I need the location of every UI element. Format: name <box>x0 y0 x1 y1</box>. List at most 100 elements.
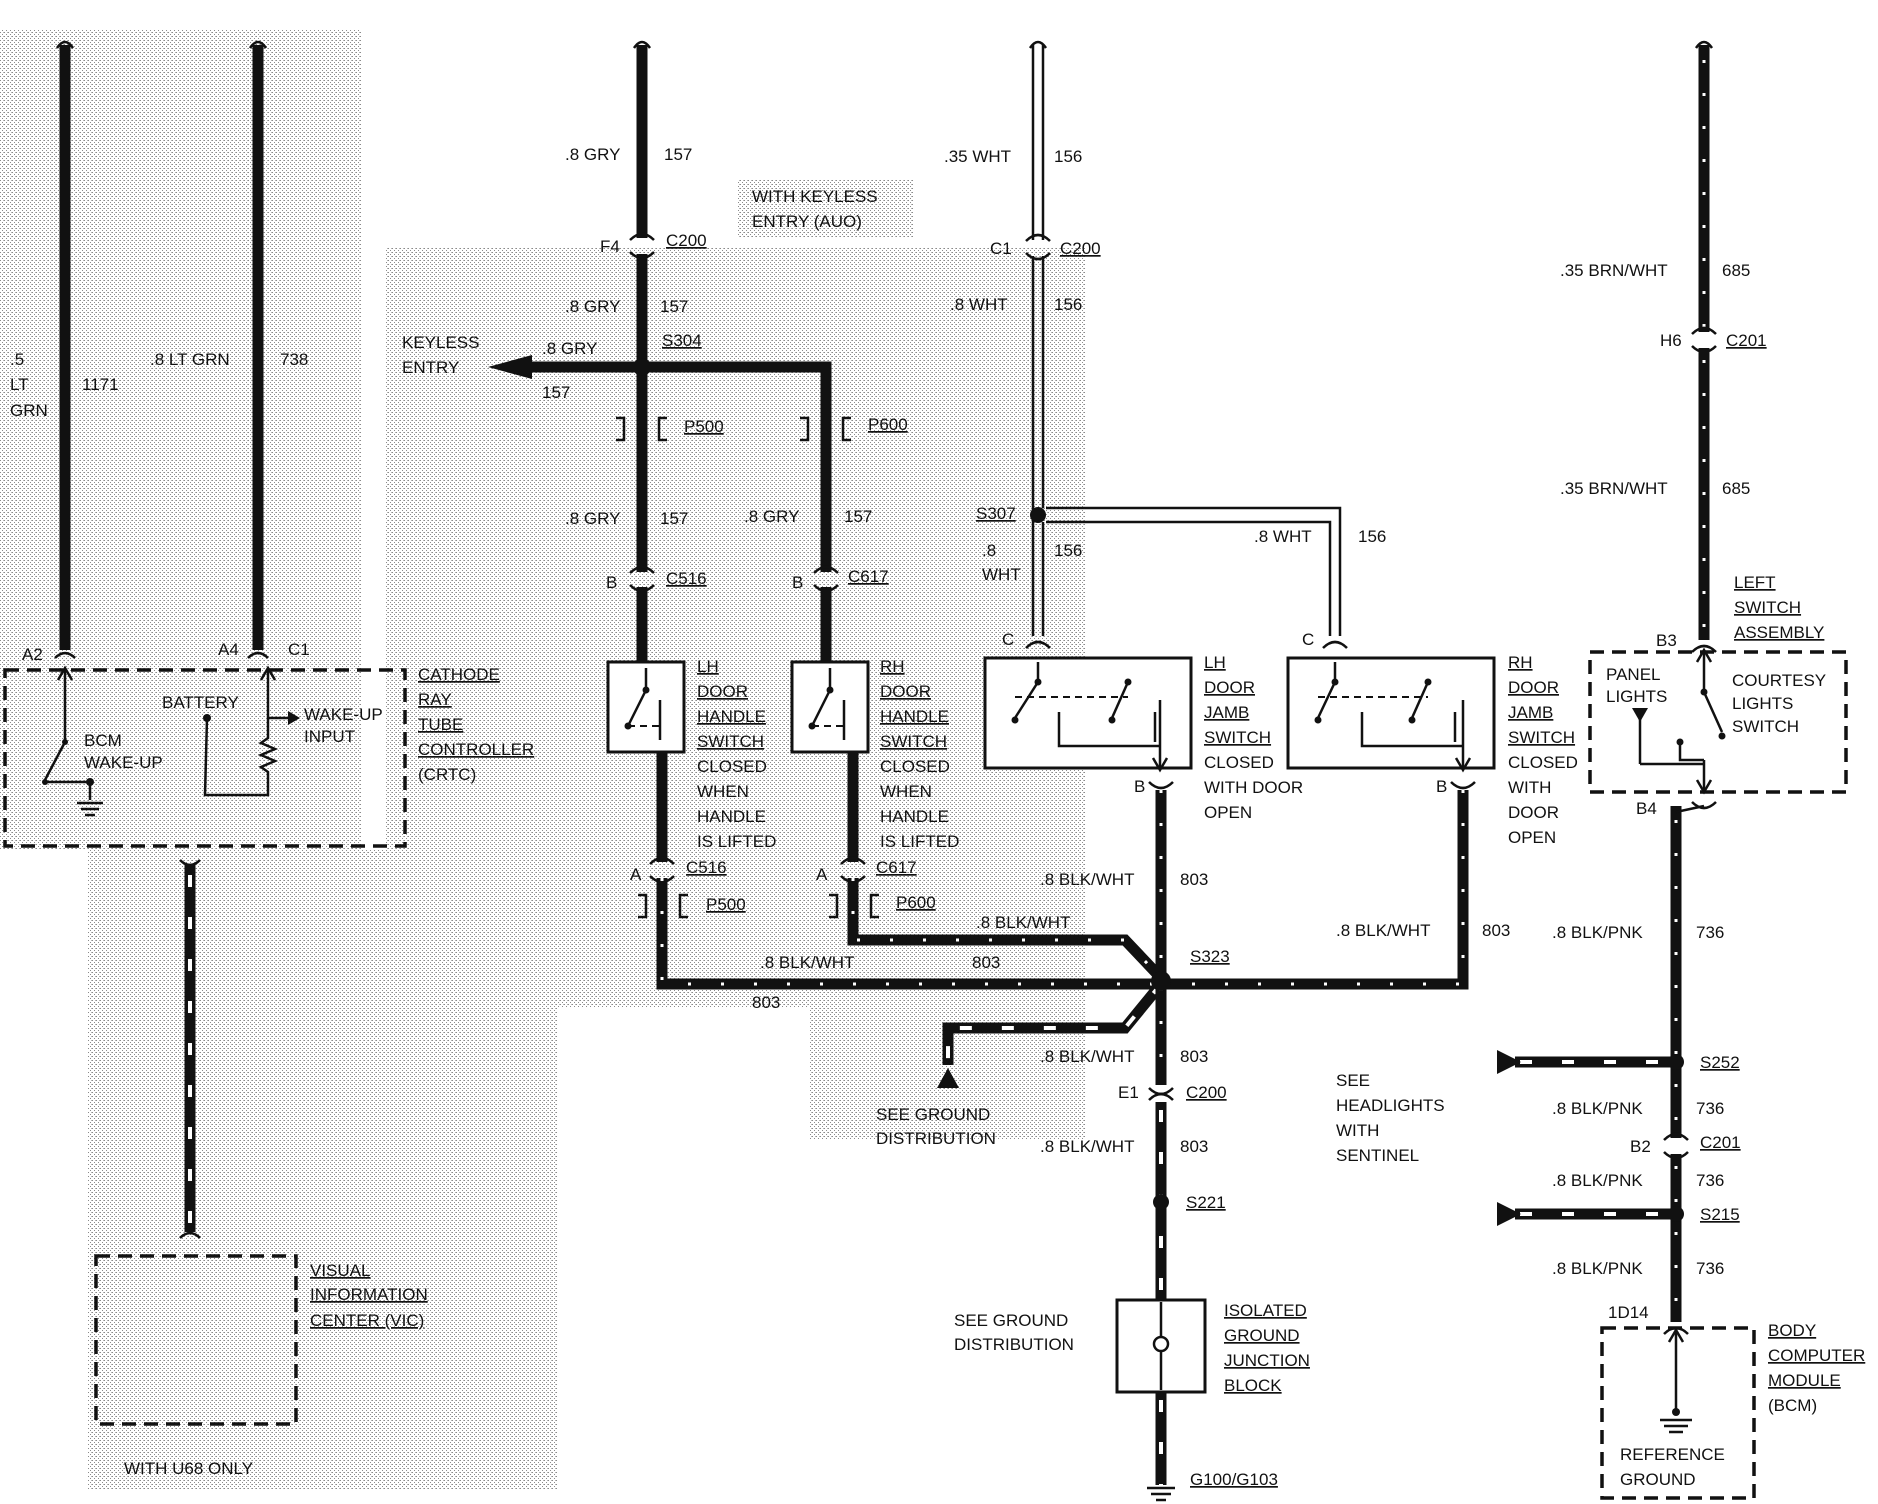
connector-lh-jamb-b <box>1148 781 1174 790</box>
label-rh-jamb-8: OPEN <box>1508 828 1556 847</box>
label-c200-c: C200 <box>1186 1083 1227 1102</box>
label-p500-bot: P500 <box>706 895 746 914</box>
connector-p600-bot <box>829 893 879 919</box>
brnwht-685-wiring <box>1691 40 1717 653</box>
bcm-reference-ground <box>1660 1327 1692 1434</box>
wire-803-rh-to-s323-dot <box>851 878 1163 980</box>
label-lsa-2: SWITCH <box>1734 598 1801 617</box>
ground-arrow-1 <box>937 1068 959 1088</box>
label-rh-jamb-2: DOOR <box>1508 678 1559 697</box>
wake-up-input-arrow <box>288 711 300 725</box>
label-crtc-1: CATHODE <box>418 665 500 684</box>
wire-156-rh-outline-bot <box>1046 520 1332 636</box>
label-156-2: 156 <box>1054 295 1082 314</box>
label-lh-handle-6: WHEN <box>697 782 749 801</box>
label-blkwht-1: .8 BLK/WHT <box>1040 870 1134 889</box>
label-crtc-left-grn: GRN <box>10 401 48 420</box>
ground-symbol-g100 <box>1147 1486 1175 1502</box>
label-panel-lights-1: PANEL <box>1606 665 1661 684</box>
crtc-module <box>3 668 407 848</box>
connector-c516-b-top <box>629 565 655 574</box>
label-rh-jamb-4: SWITCH <box>1508 728 1575 747</box>
wire-end-1171 <box>55 40 75 49</box>
label-see-ground-1a: SEE GROUND <box>876 1105 990 1124</box>
label-rh-handle-2: DOOR <box>880 682 931 701</box>
label-lh-jamb-6: WITH DOOR <box>1204 778 1303 797</box>
label-crtc-4: CONTROLLER <box>418 740 534 759</box>
splice-s323 <box>1151 971 1171 991</box>
gry-157-wiring <box>488 40 851 662</box>
label-keyless-note-1: WITH KEYLESS <box>752 187 878 206</box>
connector-lh-jamb-c <box>1025 640 1051 649</box>
label-pin-b-c617: B <box>792 573 803 592</box>
label-see-ground-2a: SEE GROUND <box>954 1311 1068 1330</box>
label-c201-a: C201 <box>1726 331 1767 350</box>
label-brnwht-2: .35 BRN/WHT <box>1560 479 1668 498</box>
label-pin-h6: H6 <box>1660 331 1682 350</box>
label-see-ground-1b: DISTRIBUTION <box>876 1129 996 1148</box>
label-s252: S252 <box>1700 1053 1740 1072</box>
label-g100: G100/G103 <box>1190 1470 1278 1489</box>
courtesy-lights-switch <box>1632 647 1726 795</box>
label-rh-handle-6: WHEN <box>880 782 932 801</box>
label-rh-jamb-5: CLOSED <box>1508 753 1578 772</box>
label-gry-2: .8 GRY <box>565 297 620 316</box>
label-156-rh: 156 <box>1358 527 1386 546</box>
label-see-headlights-3: WITH <box>1336 1121 1379 1140</box>
label-803-2: 803 <box>1180 1047 1208 1066</box>
rh-door-jamb-switch-box <box>1286 656 1496 770</box>
label-bcm-4: (BCM) <box>1768 1396 1817 1415</box>
pullup-resistor <box>257 718 279 778</box>
label-igjb-2: GROUND <box>1224 1326 1300 1345</box>
connector-c200-c1-top <box>1025 233 1051 242</box>
wire-736-jog <box>1675 804 1705 814</box>
label-rh-handle-5: CLOSED <box>880 757 950 776</box>
wire-end-156 <box>1028 40 1048 49</box>
rh-door-jamb-switch <box>1286 656 1496 773</box>
label-wht-rh: .8 WHT <box>1254 527 1312 546</box>
connector-rh-jamb-b <box>1450 781 1476 790</box>
label-c201-b: C201 <box>1700 1133 1741 1152</box>
connector-crtc-bottom <box>179 859 201 867</box>
connector-c201-b2-top <box>1663 1132 1689 1141</box>
label-s221: S221 <box>1186 1193 1226 1212</box>
connector-c200-f4-top <box>629 232 655 241</box>
connector-c617-b-top <box>813 565 839 574</box>
label-vic-1: VISUAL <box>310 1261 370 1280</box>
label-c617-bot: C617 <box>876 858 917 877</box>
label-igjb-3: JUNCTION <box>1224 1351 1310 1370</box>
label-wht-top: .35 WHT <box>944 147 1011 166</box>
label-lh-handle-8: IS LIFTED <box>697 832 776 851</box>
crtc-internals <box>42 665 300 817</box>
label-pin-b3: B3 <box>1656 631 1677 650</box>
label-keyless-2: ENTRY <box>402 358 459 377</box>
lh-door-jamb-switch <box>983 656 1193 773</box>
label-pin-b2: B2 <box>1630 1137 1651 1156</box>
connector-a4 <box>247 651 269 659</box>
wire-end-685 <box>1694 40 1714 49</box>
label-157-keyless: 157 <box>542 383 570 402</box>
label-c200-a: C200 <box>666 231 707 250</box>
label-igjb-1: ISOLATED <box>1224 1301 1307 1320</box>
label-803-lh-a: 803 <box>972 953 1000 972</box>
shaded-regions <box>0 30 1086 1490</box>
label-crtc-left-gauge: .5 <box>10 350 24 369</box>
s252-arrow <box>1497 1050 1521 1074</box>
wire-803-rh-jamb <box>1161 790 1469 990</box>
label-rh-jamb-1: RH <box>1508 653 1533 672</box>
connector-p600-top <box>800 416 851 442</box>
label-blkpnk-2: .8 BLK/PNK <box>1552 1099 1643 1118</box>
label-803-1: 803 <box>1180 870 1208 889</box>
wire-end-157 <box>632 40 652 49</box>
label-keyless-note-2: ENTRY (AUO) <box>752 212 862 231</box>
igjb-terminal <box>1152 1335 1170 1353</box>
label-crtc-3: TUBE <box>418 715 463 734</box>
connector-b4 <box>1691 801 1717 810</box>
splice-s221 <box>1153 1194 1169 1210</box>
label-keyless-1: KEYLESS <box>402 333 480 352</box>
label-pin-b-c516: B <box>606 573 617 592</box>
connector-c617-a-top <box>840 856 866 865</box>
wake-up-input-in-arrow <box>259 665 277 681</box>
label-lh-handle-7: HANDLE <box>697 807 766 826</box>
label-wht-2: .8 WHT <box>950 295 1008 314</box>
